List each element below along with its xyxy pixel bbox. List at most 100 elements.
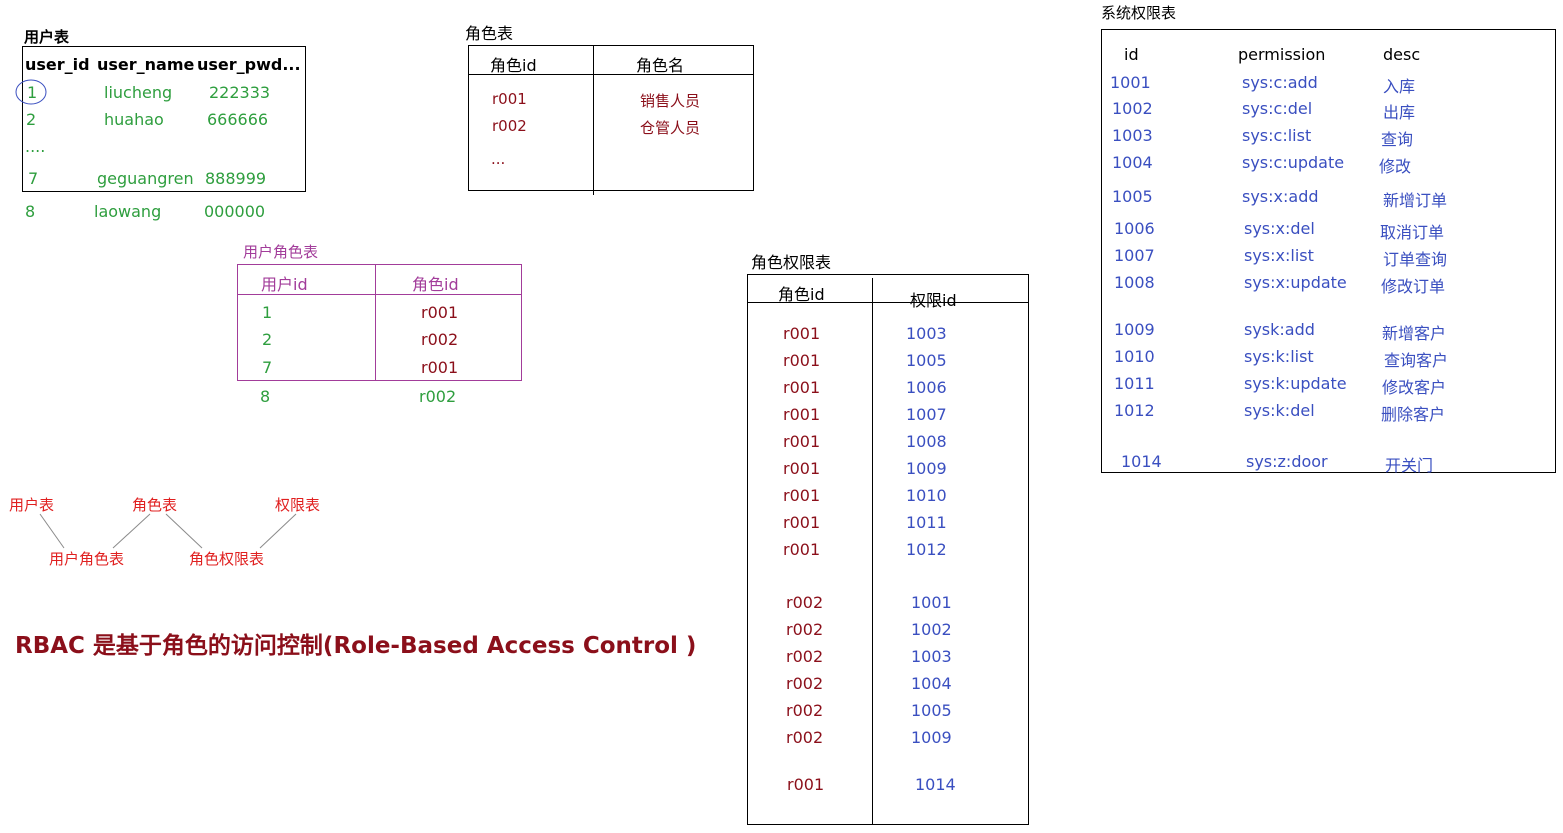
role-table-header-name: 角色名 bbox=[636, 56, 685, 75]
role-perm-row-perm: 1002 bbox=[911, 620, 952, 639]
sys-perm-row-permission: sys:x:update bbox=[1244, 273, 1347, 292]
user-role-header-user: 用户id bbox=[261, 275, 308, 294]
sys-perm-row-permission: sys:c:list bbox=[1242, 126, 1312, 145]
role-perm-row-role: r001 bbox=[783, 459, 821, 478]
role-perm-row-perm: 1009 bbox=[906, 459, 947, 478]
sys-perm-row-permission: sysk:add bbox=[1244, 320, 1315, 339]
highlight-circle bbox=[15, 79, 47, 105]
sys-perm-row-desc: 查询客户 bbox=[1384, 351, 1449, 370]
user-role-row-1-role: r001 bbox=[421, 303, 459, 322]
role-perm-row-role: r001 bbox=[783, 540, 821, 559]
role-perm-row-role: r001 bbox=[783, 324, 821, 343]
user-row-1-name: liucheng bbox=[104, 83, 173, 102]
role-perm-row-perm: 1005 bbox=[906, 351, 947, 370]
sys-perm-row-desc: 开关门 bbox=[1385, 456, 1434, 475]
relation-permission: 权限表 bbox=[275, 496, 321, 514]
user-role-table-title: 用户角色表 bbox=[243, 243, 319, 261]
sys-perm-row-desc: 修改客户 bbox=[1382, 378, 1447, 397]
role-perm-row-perm: 1008 bbox=[906, 432, 947, 451]
rbac-caption: RBAC 是基于角色的访问控制(Role-Based Access Contro… bbox=[15, 633, 697, 659]
role-perm-row-role: r001 bbox=[783, 378, 821, 397]
role-perm-row-perm: 1010 bbox=[906, 486, 947, 505]
sys-perm-row-id: 1002 bbox=[1112, 99, 1153, 118]
relation-role-perm: 角色权限表 bbox=[189, 550, 265, 568]
sys-perm-row-id: 1010 bbox=[1114, 347, 1155, 366]
sys-perm-row-desc: 修改 bbox=[1379, 157, 1412, 176]
user-role-row-3-role: r001 bbox=[421, 358, 459, 377]
user-extra-id: 8 bbox=[25, 202, 36, 221]
role-perm-row-perm: 1007 bbox=[906, 405, 947, 424]
sys-perm-row-desc: 订单查询 bbox=[1383, 250, 1448, 269]
sys-perm-row-id: 1008 bbox=[1114, 273, 1155, 292]
user-table-header-name: user_name bbox=[97, 55, 195, 74]
user-table-title: 用户表 bbox=[24, 28, 70, 46]
user-row-7-id: 7 bbox=[28, 169, 39, 188]
role-row-1-id: r001 bbox=[492, 90, 527, 108]
sys-perm-row-id: 1006 bbox=[1114, 219, 1155, 238]
role-row-1-name: 销售人员 bbox=[640, 92, 701, 110]
sys-perm-row-desc: 新增客户 bbox=[1382, 324, 1447, 343]
sys-perm-row-desc: 新增订单 bbox=[1383, 191, 1448, 210]
user-role-row-2-user: 2 bbox=[262, 330, 273, 349]
user-role-row-3-user: 7 bbox=[262, 358, 273, 377]
role-perm-row-role: r001 bbox=[783, 405, 821, 424]
sys-perm-row-desc: 出库 bbox=[1383, 103, 1416, 122]
sys-perm-row-id: 1005 bbox=[1112, 187, 1153, 206]
role-perm-row-perm: 1014 bbox=[915, 775, 956, 794]
role-perm-row-role: r002 bbox=[786, 647, 824, 666]
user-row-2-pwd: 666666 bbox=[207, 110, 269, 129]
role-perm-header-perm: 权限id bbox=[910, 291, 957, 310]
sys-perm-header-desc: desc bbox=[1383, 45, 1421, 64]
role-table-title: 角色表 bbox=[465, 24, 514, 43]
sys-perm-row-desc: 取消订单 bbox=[1380, 223, 1445, 242]
role-perm-table-title: 角色权限表 bbox=[751, 253, 832, 272]
role-perm-header-divider bbox=[747, 302, 1029, 303]
user-row-2-name: huahao bbox=[104, 110, 164, 129]
role-perm-table bbox=[747, 274, 1029, 825]
user-row-1-id: 1 bbox=[27, 83, 38, 102]
user-table bbox=[22, 46, 306, 192]
user-role-header-divider bbox=[237, 294, 522, 295]
sys-perm-row-permission: sys:c:update bbox=[1242, 153, 1345, 172]
user-extra-name: laowang bbox=[94, 202, 162, 221]
sys-perm-row-desc: 查询 bbox=[1381, 130, 1414, 149]
role-perm-row-perm: 1004 bbox=[911, 674, 952, 693]
sys-perm-row-permission: sys:z:door bbox=[1246, 452, 1328, 471]
sys-perm-table-title: 系统权限表 bbox=[1101, 4, 1177, 22]
user-table-header-pwd: user_pwd... bbox=[197, 55, 301, 74]
user-role-col-divider bbox=[375, 264, 376, 381]
role-perm-row-perm: 1003 bbox=[911, 647, 952, 666]
role-perm-row-perm: 1011 bbox=[906, 513, 947, 532]
role-table-header-id: 角色id bbox=[490, 56, 537, 75]
sys-perm-row-id: 1003 bbox=[1112, 126, 1153, 145]
sys-perm-row-id: 1009 bbox=[1114, 320, 1155, 339]
relation-user: 用户表 bbox=[9, 496, 55, 514]
user-role-extra-user: 8 bbox=[260, 387, 271, 406]
sys-perm-header-id: id bbox=[1124, 45, 1139, 64]
user-table-header-id: user_id bbox=[25, 55, 90, 74]
user-role-table bbox=[237, 264, 522, 381]
role-perm-row-role: r002 bbox=[786, 620, 824, 639]
sys-perm-row-permission: sys:k:list bbox=[1244, 347, 1314, 366]
role-perm-row-perm: 1001 bbox=[911, 593, 952, 612]
role-perm-row-role: r001 bbox=[783, 432, 821, 451]
sys-perm-row-permission: sys:c:del bbox=[1242, 99, 1313, 118]
role-perm-row-perm: 1009 bbox=[911, 728, 952, 747]
sys-perm-row-permission: sys:x:del bbox=[1244, 219, 1315, 238]
user-row-2-id: 2 bbox=[26, 110, 37, 129]
sys-perm-row-id: 1014 bbox=[1121, 452, 1162, 471]
role-perm-header-role: 角色id bbox=[778, 285, 825, 304]
user-role-row-2-role: r002 bbox=[421, 330, 459, 349]
role-perm-row-perm: 1003 bbox=[906, 324, 947, 343]
role-row-ellipsis: ... bbox=[491, 150, 506, 168]
user-role-header-role: 角色id bbox=[412, 275, 459, 294]
sys-perm-row-permission: sys:k:del bbox=[1244, 401, 1315, 420]
sys-perm-row-id: 1011 bbox=[1114, 374, 1155, 393]
sys-perm-row-permission: sys:c:add bbox=[1242, 73, 1318, 92]
role-perm-row-perm: 1006 bbox=[906, 378, 947, 397]
role-perm-row-role: r002 bbox=[786, 728, 824, 747]
sys-perm-row-id: 1001 bbox=[1110, 73, 1151, 92]
role-perm-row-role: r002 bbox=[786, 674, 824, 693]
sys-perm-row-permission: sys:k:update bbox=[1244, 374, 1347, 393]
relation-user-role: 用户角色表 bbox=[49, 550, 125, 568]
